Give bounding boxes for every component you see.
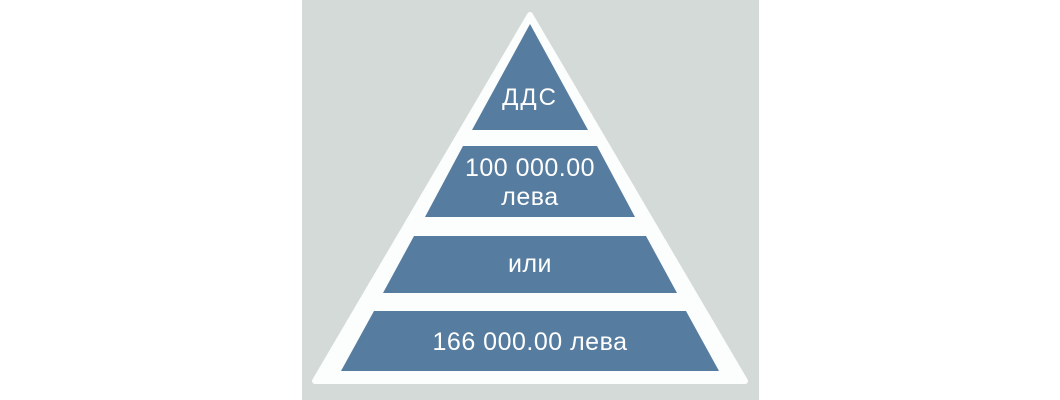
tier-1-label: ДДС (502, 84, 558, 111)
pyramid-diagram: ДДС 100 000.00 лева или 166 000.00 лева (311, 12, 748, 384)
tier-2-shape (424, 146, 635, 217)
diagram-panel: ДДС 100 000.00 лева или 166 000.00 лева (301, 0, 759, 400)
tier-1-shape (471, 24, 588, 130)
tier-4-label: 166 000.00 лева (432, 328, 627, 356)
tier-2-label-line1: 100 000.00 (464, 154, 594, 182)
tier-3-shape (382, 236, 677, 293)
tier-3-label: или (507, 250, 551, 278)
tier-2-label-line2: лева (501, 183, 558, 211)
tier-4-shape (340, 311, 719, 371)
